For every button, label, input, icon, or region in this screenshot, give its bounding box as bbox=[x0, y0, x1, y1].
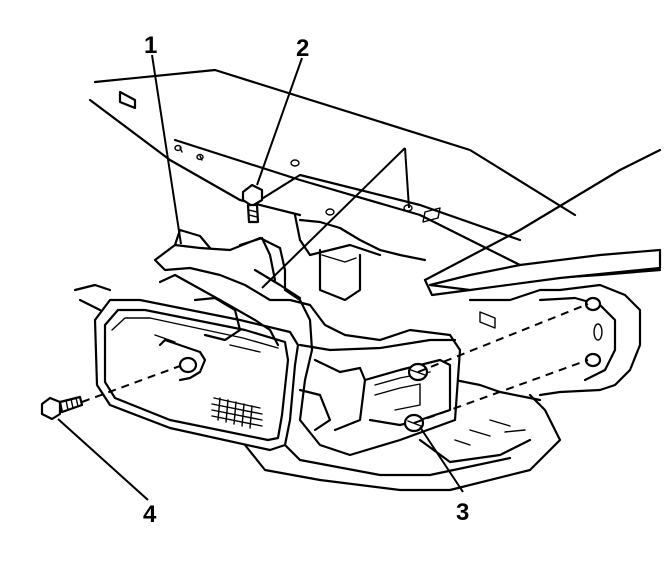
headlamp-assembly bbox=[93, 273, 300, 452]
fender bbox=[423, 148, 662, 402]
upper-bolt bbox=[241, 183, 264, 224]
callout-3: 3 bbox=[456, 499, 469, 526]
radiator-support bbox=[88, 68, 577, 302]
headlamp-bracket bbox=[153, 228, 462, 457]
callout-1: 1 bbox=[144, 32, 157, 59]
callout-2: 2 bbox=[296, 35, 309, 62]
lower-bolt bbox=[40, 395, 84, 421]
callout-4: 4 bbox=[143, 501, 157, 528]
leader-lines bbox=[57, 54, 589, 501]
lens-grid-pattern bbox=[211, 397, 263, 429]
